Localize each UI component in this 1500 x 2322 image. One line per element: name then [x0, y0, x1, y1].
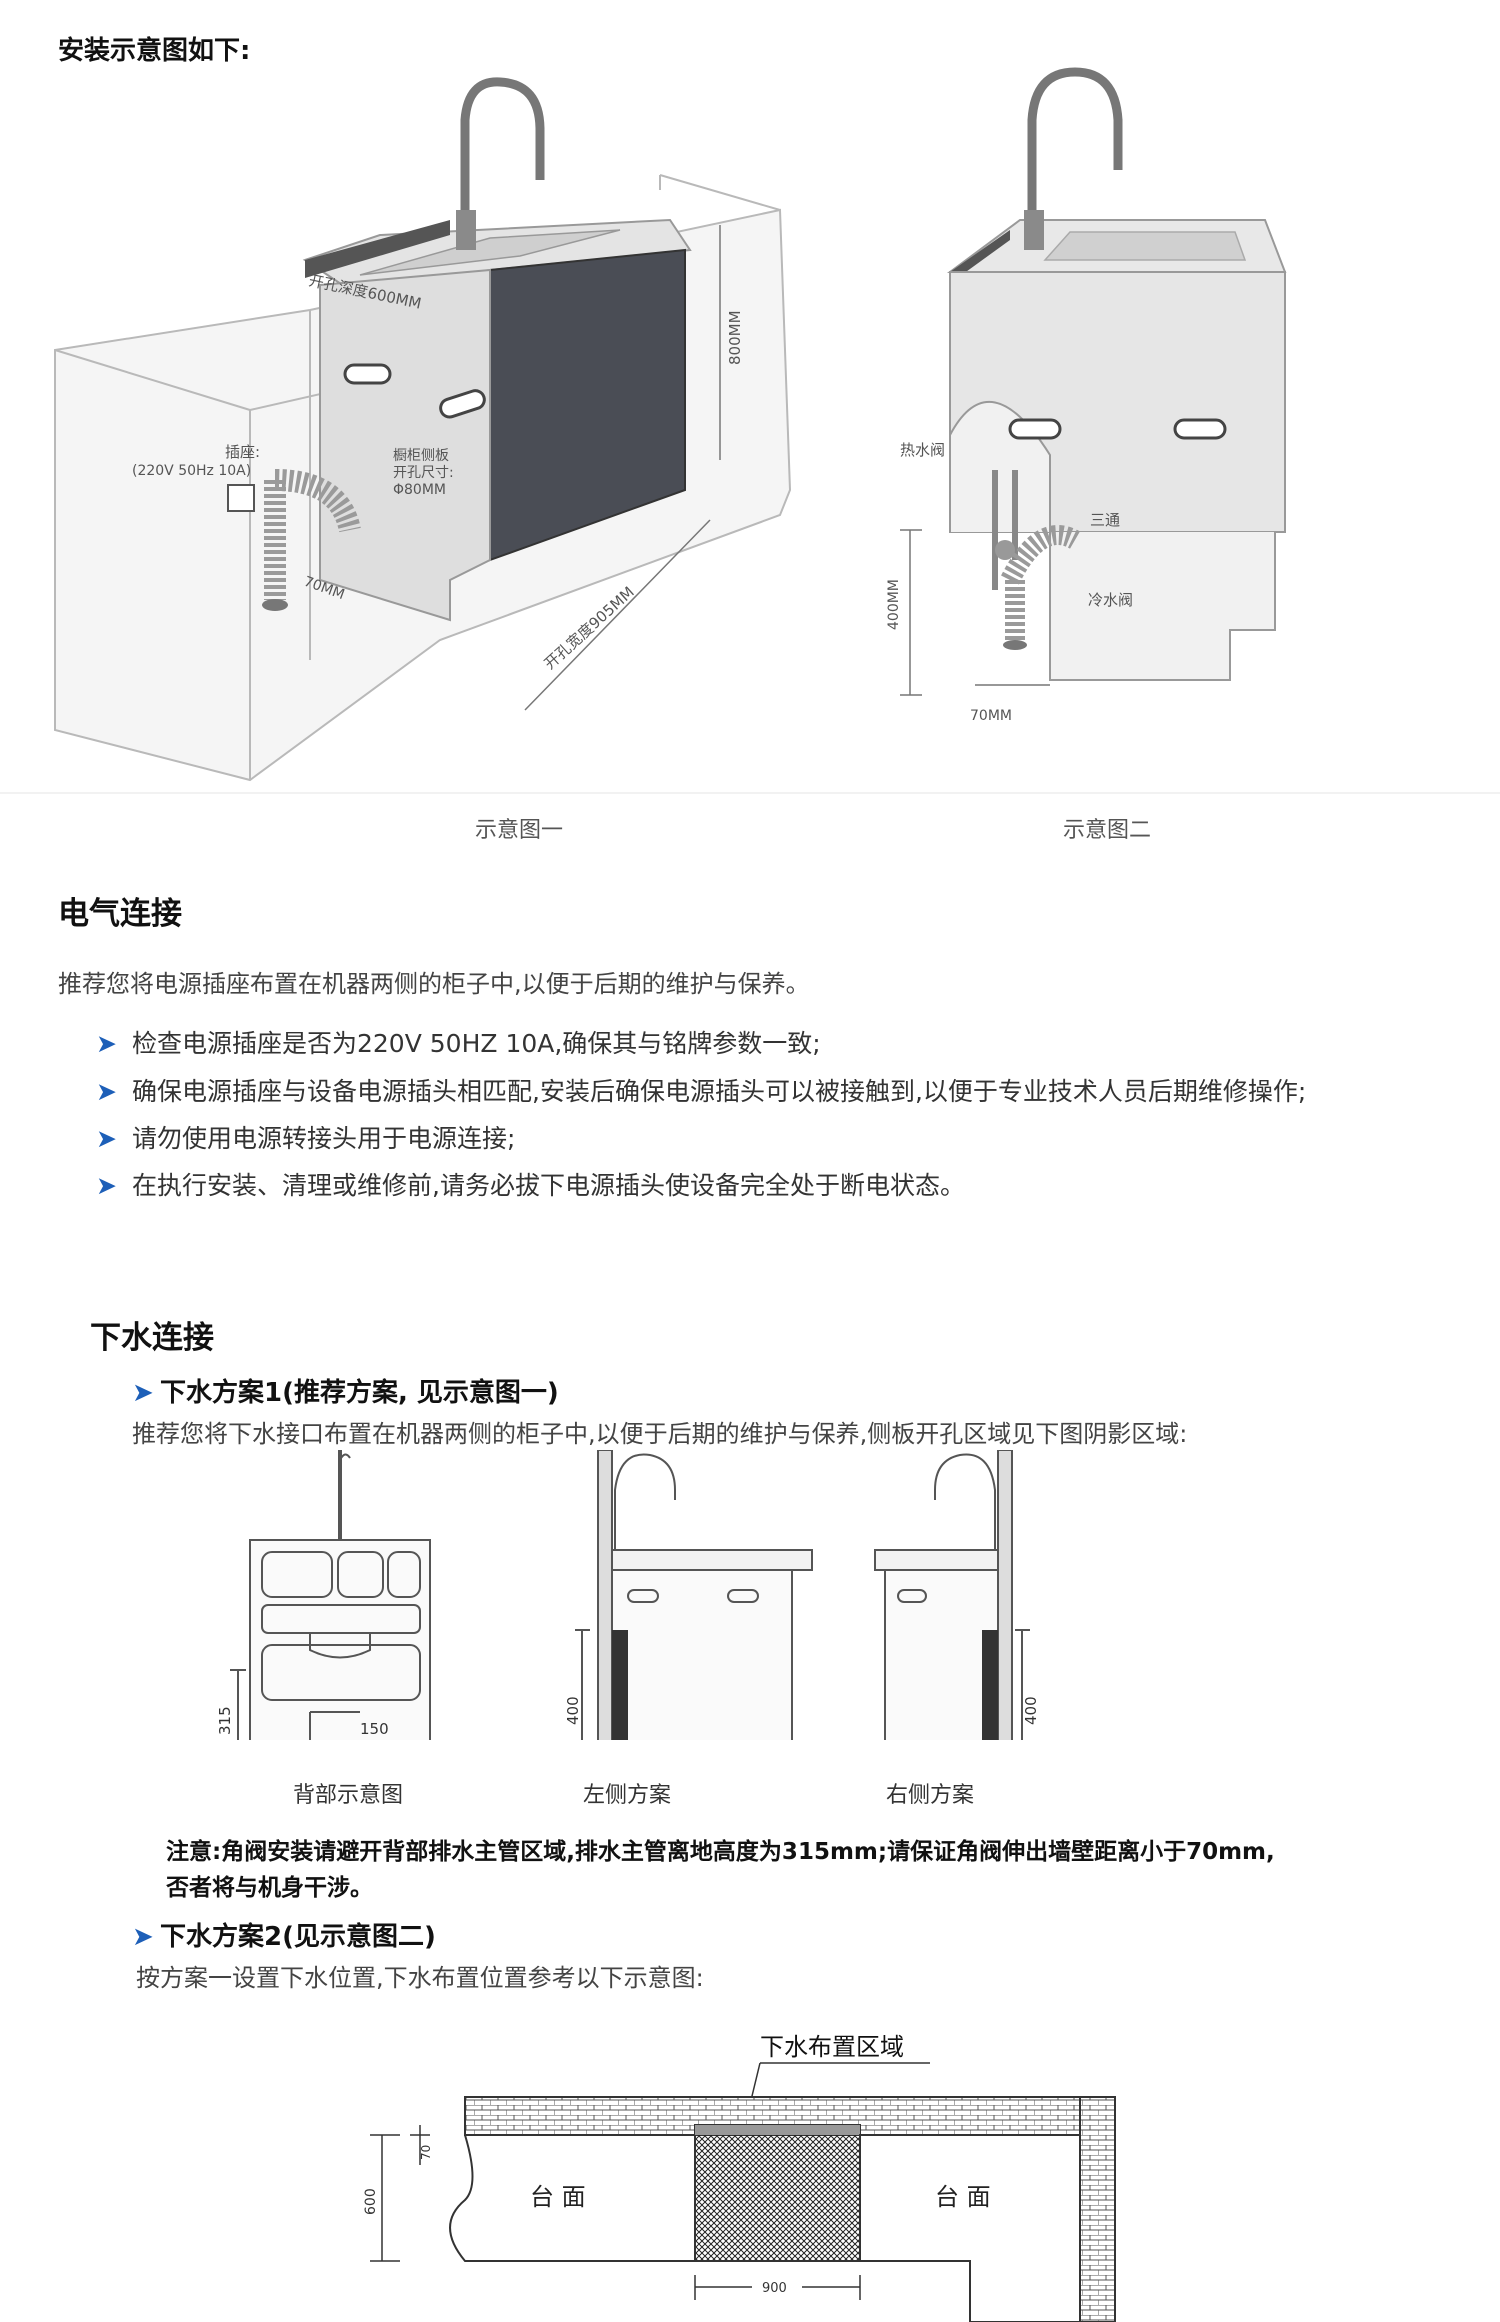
electrical-bullet-text: 确保电源插座与设备电源插头相匹配,安装后确保电源插头可以被接触到,以便于专业技术…	[132, 1077, 1307, 1106]
plan1-title-text: 下水方案1(推荐方案, 见示意图一)	[160, 1378, 559, 1408]
fig1-board-label-3: Φ80MM	[393, 482, 446, 498]
fig2-hot-valve-label: 热水阀	[900, 441, 945, 459]
figure1-caption: 示意图一	[475, 818, 564, 843]
right-side-shade	[982, 1630, 998, 1740]
left-side-shade	[612, 1630, 628, 1740]
plan2-title: ➤下水方案2(见示意图二)	[132, 1916, 436, 1953]
left-side-caption: 左侧方案	[583, 1783, 672, 1808]
figure1-illustration: 开孔深度600MM 800MM 插座: (220V 50Hz 10A) 橱柜侧板…	[54, 77, 792, 782]
electrical-bullet: ➤ 在执行安装、清理或维修前,请务必拔下电源插头使设备完全处于断电状态。	[96, 1166, 965, 1202]
back-view-dim-h: 315	[216, 1706, 234, 1735]
fig1-board-label-1: 橱柜侧板	[393, 448, 449, 464]
fig2-tee-label: 三通	[1090, 511, 1120, 529]
plan1-diagrams: 315 150 400 70 400 70	[216, 1450, 1040, 1740]
left-side-dim-h: 400	[564, 1696, 582, 1725]
electrical-bullet: ➤ 检查电源插座是否为220V 50HZ 10A,确保其与铭牌参数一致;	[96, 1024, 821, 1060]
plan2-dim-70: 70	[419, 2145, 433, 2160]
fig1-board-label-2: 开孔尺寸:	[393, 465, 454, 481]
electrical-title: 电气连接	[58, 896, 182, 932]
chevron-right-icon: ➤	[96, 1171, 117, 1200]
plan2-desc: 按方案一设置下水位置,下水布置位置参考以下示意图:	[136, 1964, 704, 1992]
right-side-dim-w: 70	[955, 1739, 974, 1740]
left-side-dim-w: 70	[630, 1739, 649, 1740]
section-divider	[0, 792, 1500, 794]
fig1-socket-spec: (220V 50Hz 10A)	[132, 463, 251, 479]
plan1-title: ➤下水方案1(推荐方案, 见示意图一)	[132, 1372, 559, 1409]
right-side-dim-h: 400	[1022, 1696, 1040, 1725]
chevron-right-icon: ➤	[96, 1029, 117, 1058]
electrical-bullet-text: 检查电源插座是否为220V 50HZ 10A,确保其与铭牌参数一致;	[132, 1029, 821, 1058]
electrical-bullet: ➤ 请勿使用电源转接头用于电源连接;	[96, 1119, 515, 1155]
back-view-dim-w: 150	[360, 1720, 389, 1738]
fig1-height-label: 800MM	[726, 310, 744, 365]
fig2-pipe-label: 70MM	[970, 708, 1012, 724]
right-side-diagram	[874, 1450, 1030, 1740]
plan1-desc: 推荐您将下水接口布置在机器两侧的柜子中,以便于后期的维护与保养,侧板开孔区域见下…	[132, 1420, 1188, 1448]
chevron-right-icon: ➤	[132, 1378, 154, 1408]
fig1-socket-label: 插座:	[225, 443, 260, 461]
plan2-counter-right: 台 面	[935, 2183, 991, 2211]
chevron-right-icon: ➤	[132, 1922, 154, 1952]
plan2-counter-left: 台 面	[530, 2183, 586, 2211]
chevron-right-icon: ➤	[96, 1077, 117, 1106]
electrical-bullet-text: 在执行安装、清理或维修前,请务必拔下电源插头使设备完全处于断电状态。	[132, 1171, 965, 1200]
figure2-illustration: 热水阀 三通 冷水阀 400MM 70MM	[886, 67, 1287, 724]
electrical-bullet-text: 请勿使用电源转接头用于电源连接;	[132, 1124, 516, 1153]
plan2-floorplan: 下水布置区域 台 面 台 面 600 70 900	[363, 2033, 1116, 2322]
plan1-note-line1: 注意:角阀安装请避开背部排水主管区域,排水主管离地高度为315mm;请保证角阀伸…	[166, 1839, 1275, 1865]
back-view-diagram	[230, 1450, 431, 1740]
right-side-caption: 右侧方案	[886, 1783, 975, 1808]
back-view-caption: 背部示意图	[293, 1783, 404, 1808]
plan1-note-line2: 否者将与机身干涉。	[166, 1875, 373, 1901]
electrical-intro: 推荐您将电源插座布置在机器两侧的柜子中,以便于后期的维护与保养。	[58, 970, 810, 998]
plan2-dim-900: 900	[762, 2281, 787, 2296]
plan2-title-text: 下水方案2(见示意图二)	[160, 1922, 436, 1952]
plan2-dim-600: 600	[363, 2188, 379, 2215]
chevron-right-icon: ➤	[96, 1124, 117, 1153]
electrical-bullet: ➤ 确保电源插座与设备电源插头相匹配,安装后确保电源插头可以被接触到,以便于专业技…	[96, 1072, 1306, 1108]
intro-heading: 安装示意图如下:	[58, 36, 251, 66]
left-side-diagram	[575, 1450, 813, 1740]
fig2-cold-valve-label: 冷水阀	[1088, 591, 1133, 609]
fig2-height-label: 400MM	[886, 579, 902, 630]
drain-title: 下水连接	[90, 1320, 214, 1356]
plan2-zone-label: 下水布置区域	[760, 2033, 904, 2061]
figure2-caption: 示意图二	[1063, 818, 1152, 843]
